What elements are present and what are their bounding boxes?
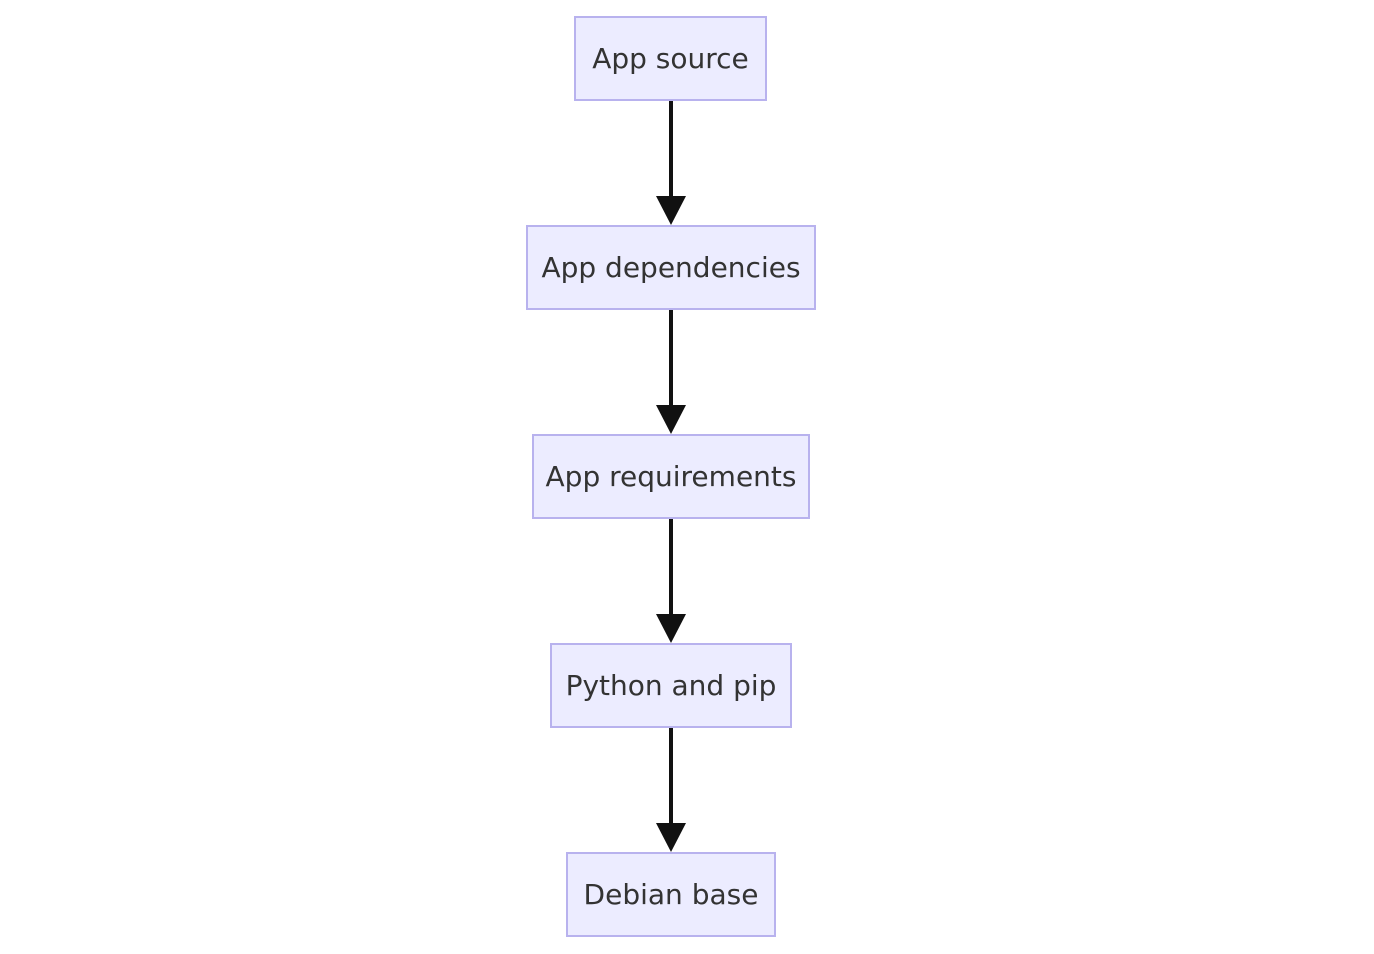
node-app-requirements: App requirements bbox=[532, 434, 810, 519]
arrowhead-icon bbox=[656, 823, 686, 852]
node-python-and-pip: Python and pip bbox=[550, 643, 792, 728]
node-app-dependencies: App dependencies bbox=[526, 225, 816, 310]
node-label: Python and pip bbox=[565, 669, 777, 702]
node-label: App source bbox=[592, 42, 749, 75]
arrowhead-icon bbox=[656, 614, 686, 643]
arrowhead-icon bbox=[656, 405, 686, 434]
node-label: App dependencies bbox=[541, 251, 801, 284]
edge-python-and-pip-to-debian-base bbox=[656, 728, 686, 852]
node-label: Debian base bbox=[583, 878, 759, 911]
node-label: App requirements bbox=[545, 460, 797, 493]
arrowhead-icon bbox=[656, 196, 686, 225]
edge-app-dependencies-to-app-requirements bbox=[656, 310, 686, 434]
node-debian-base: Debian base bbox=[566, 852, 776, 937]
edge-app-requirements-to-python-and-pip bbox=[656, 519, 686, 643]
edge-app-source-to-app-dependencies bbox=[656, 101, 686, 225]
node-app-source: App source bbox=[574, 16, 767, 101]
